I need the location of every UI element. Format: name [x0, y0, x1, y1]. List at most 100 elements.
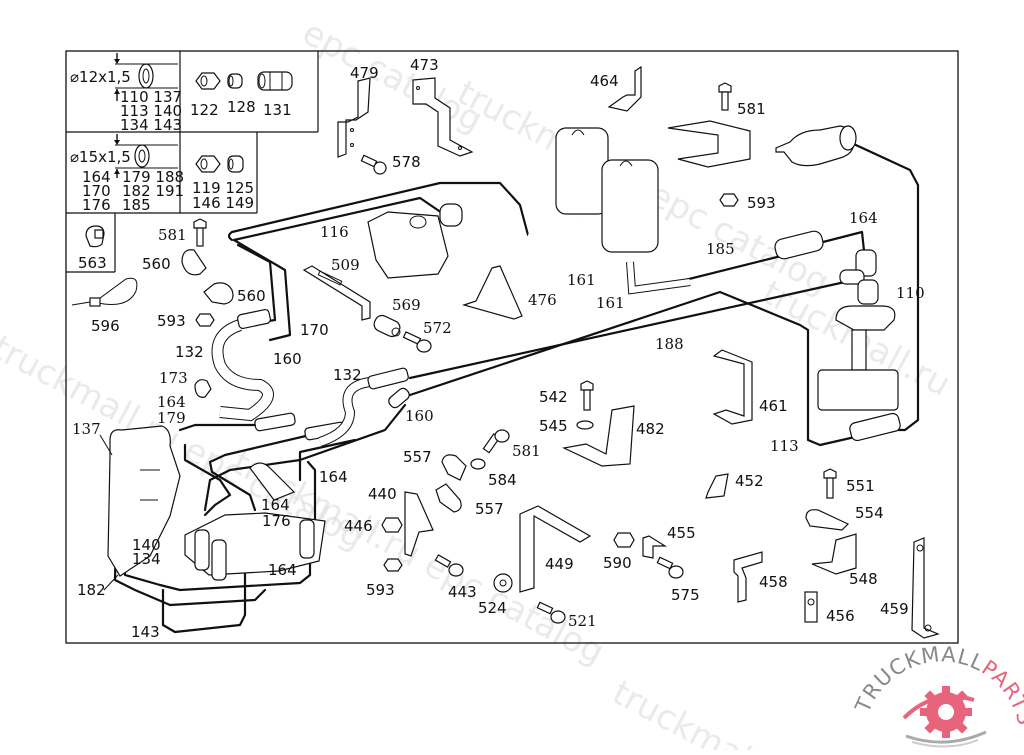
pipe-line: [227, 230, 234, 242]
pipe-line: [843, 138, 920, 432]
legend-table: ⌀12x1,5 110 137 113 140 134 143 122 128 …: [66, 51, 319, 273]
hose-fitting: [367, 367, 409, 390]
pipe-line: [232, 238, 292, 342]
logo-brand-right: PARTS: [978, 656, 1024, 729]
sleeve-icon: [227, 73, 243, 89]
callout-179: 179: [157, 409, 186, 427]
callout-581: 581: [737, 100, 766, 118]
valve-unit: [775, 125, 857, 167]
callout-581: 581: [158, 226, 187, 244]
pipe-parts-15-left3: 176: [82, 196, 111, 214]
washer-584: [470, 458, 486, 470]
bracket-449: [519, 505, 592, 593]
callout-557: 557: [403, 448, 432, 466]
callout-164: 164: [319, 468, 348, 486]
clamp-560: [203, 282, 234, 305]
pipe-line: [236, 243, 277, 324]
housing-116: [367, 203, 463, 279]
pipe-parts-12-line3: 134 143: [120, 116, 182, 134]
pipe-parts-12-line1: 110 137: [120, 88, 182, 106]
hose-fitting: [237, 308, 271, 330]
callout-509: 509: [331, 256, 360, 274]
bolt-521: [536, 601, 566, 624]
callout-164: 164: [268, 561, 297, 579]
pipe-line: [183, 443, 232, 517]
callout-137: 137: [72, 420, 101, 438]
callout-113: 113: [770, 437, 799, 455]
bracket-482: [562, 405, 635, 467]
diagram-frame: [65, 50, 959, 644]
bracket-548: [811, 533, 857, 575]
callout-524: 524: [478, 599, 507, 617]
clip-557: [441, 454, 467, 481]
callout-140: 140: [132, 536, 161, 554]
pipe-parts-15-left1: 164: [82, 168, 111, 186]
bolt-551: [823, 468, 837, 499]
callout-572: 572: [423, 319, 452, 337]
valve-block-137: [107, 425, 181, 577]
nut-524: [493, 573, 513, 593]
filter-tank-left: [555, 127, 609, 215]
callout-560: 560: [237, 287, 266, 305]
pipe-network: [113, 138, 920, 634]
bracket-459: [911, 537, 940, 639]
valve-assembly-110: [817, 249, 901, 442]
callout-590: 590: [603, 554, 632, 572]
pipe-line: [123, 448, 312, 592]
pipe-parts-15-right3: 185: [122, 196, 151, 214]
bracket-509: [302, 265, 371, 321]
callout-170: 170: [300, 321, 329, 339]
callout-593: 593: [157, 312, 186, 330]
callout-182: 182: [77, 581, 106, 599]
callout-476: 476: [528, 291, 557, 309]
callout-584: 584: [488, 471, 517, 489]
fitting-parts-row2-line1: 119 125: [192, 179, 254, 197]
pipe-15mm-icon: [114, 134, 178, 178]
bracket-479: [337, 77, 371, 158]
callout-446: 446: [344, 517, 373, 535]
nut-593: [195, 313, 215, 327]
watermark-text: epc catalog: [296, 13, 489, 141]
callout-593: 593: [366, 581, 395, 599]
callout-542: 542: [539, 388, 568, 406]
bolt-572: [402, 331, 432, 353]
callout-560: 560: [142, 255, 171, 273]
pipe-line: [208, 433, 312, 512]
callout-456: 456: [826, 607, 855, 625]
pipe-parts-12-line2: 113 140: [120, 102, 182, 120]
clip-455: [642, 535, 668, 559]
truckmallparts-logo: TRUCKMALLPARTS: [850, 642, 1024, 748]
callout-578: 578: [392, 153, 421, 171]
bolt-581: [482, 429, 510, 454]
sleeve-icon: [227, 155, 244, 173]
bracket-452: [705, 473, 729, 499]
bracket-456: [804, 591, 818, 623]
cable-tie-596: [71, 277, 138, 307]
filter-tank-right: [601, 159, 659, 253]
bolt-578: [360, 154, 387, 175]
bolt-443: [434, 554, 464, 577]
callout-581: 581: [512, 442, 541, 460]
spacer-569: [373, 314, 401, 338]
callout-449: 449: [545, 555, 574, 573]
callout-160: 160: [273, 350, 302, 368]
pipe-line: [408, 280, 847, 380]
callout-557: 557: [475, 500, 504, 518]
pipe-parts-15-left2: 170: [82, 182, 111, 200]
bolt-581: [193, 218, 207, 247]
callout-132: 132: [333, 366, 362, 384]
bracket-458: [733, 551, 763, 603]
callout-143: 143: [131, 623, 160, 641]
watermark-text: truckmall.ru: [606, 673, 807, 750]
callout-161: 161: [596, 294, 625, 312]
hose-clamp-icon: [85, 225, 105, 248]
callout-164: 164: [157, 393, 186, 411]
callout-164: 164: [261, 496, 290, 514]
pipe-spec-12: ⌀12x1,5: [70, 68, 131, 86]
clamp-part-563: 563: [78, 254, 107, 272]
nut-icon: [195, 72, 221, 90]
callout-132: 132: [175, 343, 204, 361]
pipe-spec-15: ⌀15x1,5: [70, 148, 131, 166]
callout-459: 459: [880, 600, 909, 618]
